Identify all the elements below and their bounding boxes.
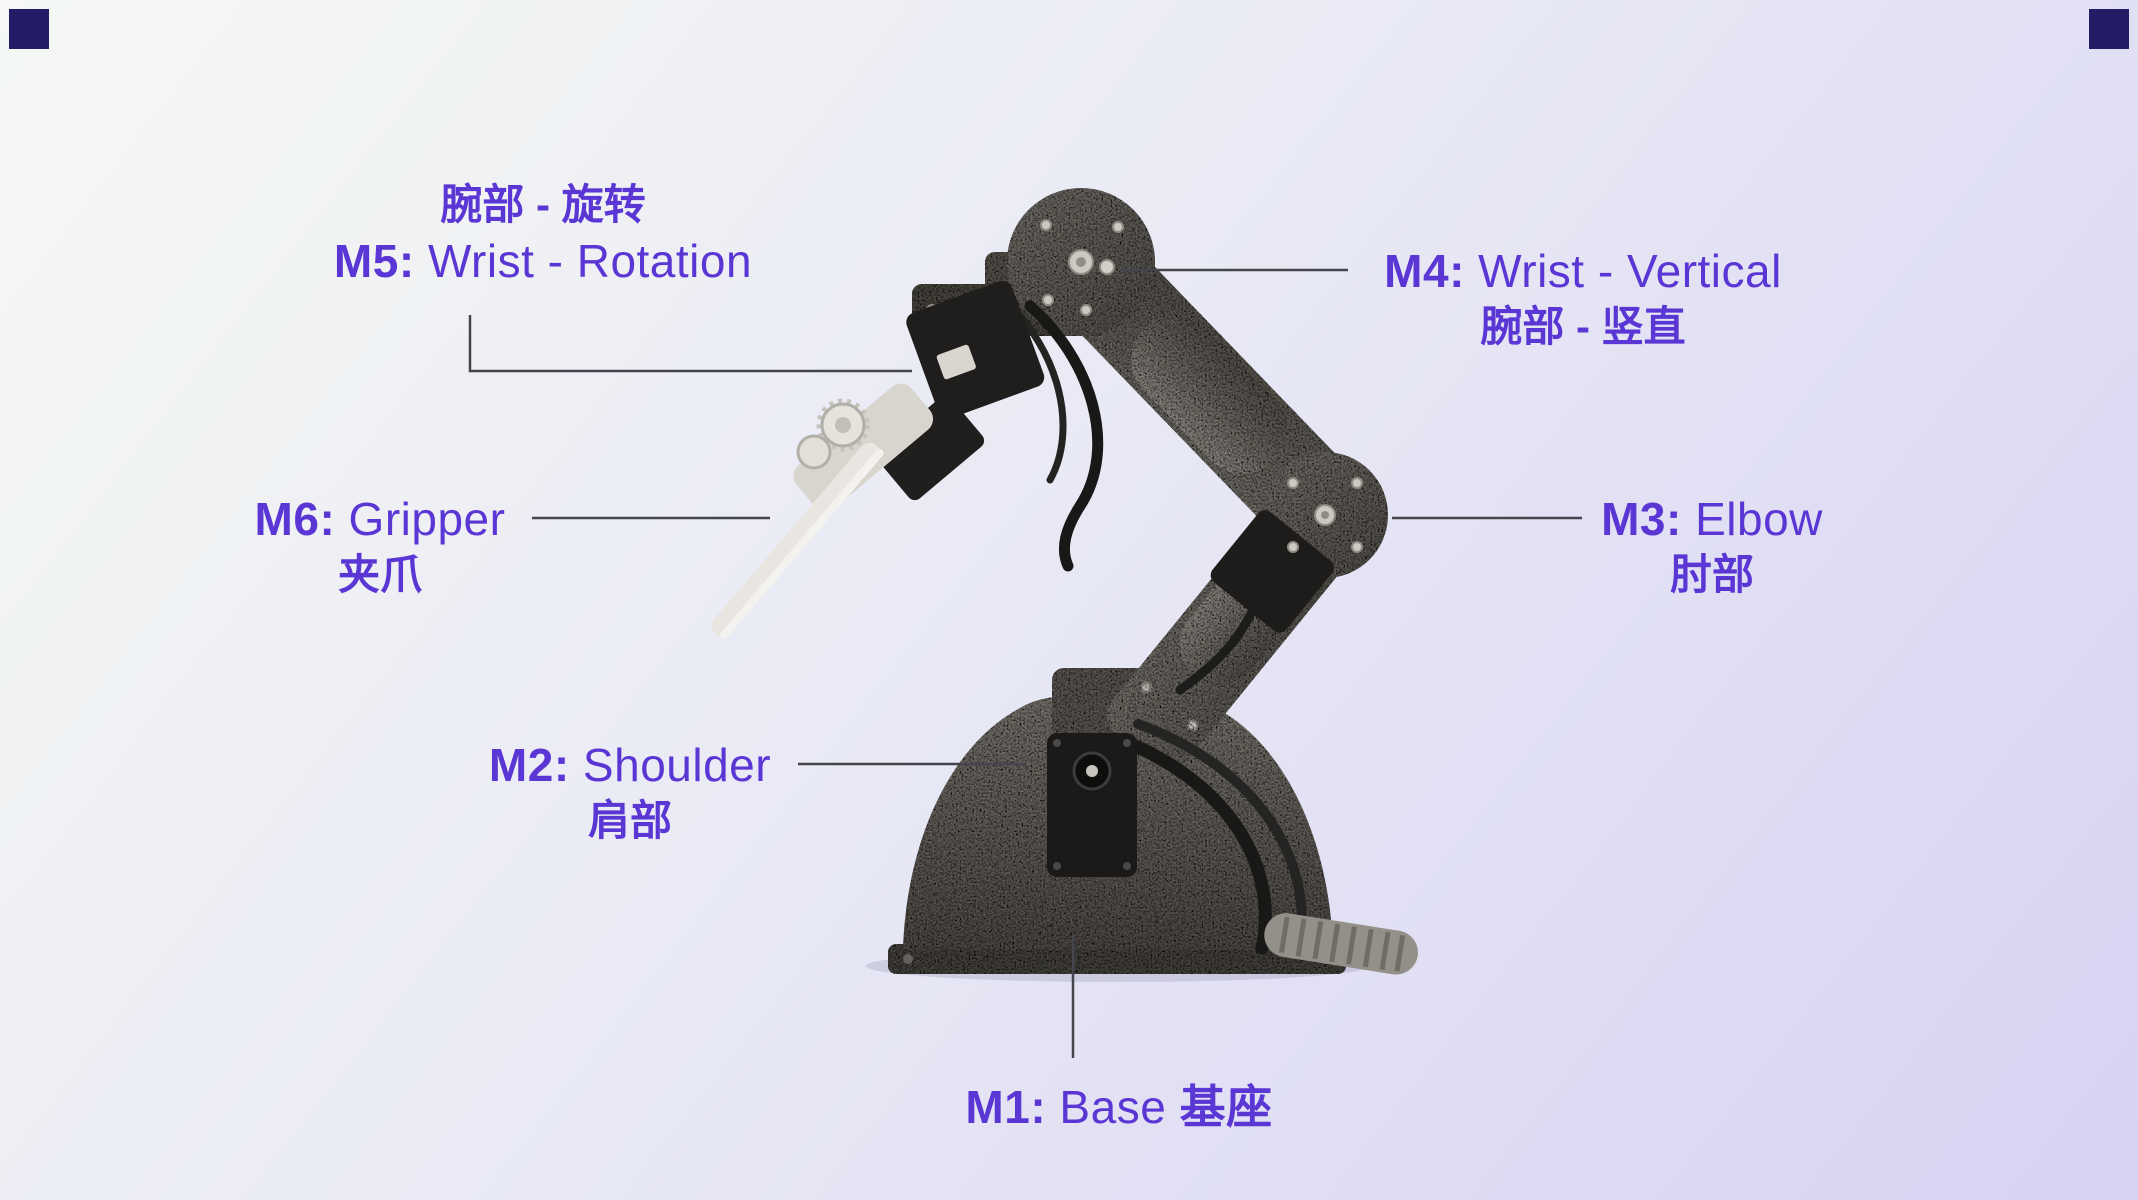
corner-accent-top-left <box>9 9 49 49</box>
label-m1-text: Base <box>1046 1081 1180 1133</box>
gripper <box>711 383 934 640</box>
label-m6-en: M6: Gripper <box>255 492 506 546</box>
label-m6-prefix: M6: <box>254 493 336 545</box>
gripper-servo <box>875 395 985 501</box>
label-m4-prefix: M4: <box>1384 245 1465 297</box>
gripper-rod <box>711 442 884 640</box>
label-m2-text: Shoulder <box>569 739 772 791</box>
label-m4-en: M4: Wrist - Vertical <box>1384 244 1782 298</box>
label-m3: M3: Elbow 肘部 <box>1601 492 1823 600</box>
label-m6-zh: 夹爪 <box>337 551 422 598</box>
corner-accent-top-right <box>2089 9 2129 49</box>
shoulder-servo <box>1047 733 1137 877</box>
elbow-servo <box>1210 510 1334 633</box>
label-m4: M4: Wrist - Vertical 腕部 - 竖直 <box>1384 244 1782 352</box>
label-m3-en: M3: Elbow <box>1601 492 1823 546</box>
label-m6: M6: Gripper 夹爪 <box>255 492 506 600</box>
wrist-rotation-servo <box>906 280 1045 419</box>
leader-lines <box>468 268 1582 1058</box>
label-m5: 腕部 - 旋转 M5: Wrist - Rotation <box>334 180 752 288</box>
label-m5-en: M5: Wrist - Rotation <box>334 234 752 288</box>
label-m1-en: M1: Base 基座 <box>965 1080 1272 1134</box>
corrugated-tube <box>1264 913 1418 975</box>
label-m2-zh: 肩部 <box>587 797 672 844</box>
label-m4-zh: 腕部 - 竖直 <box>1480 303 1686 350</box>
label-m2-prefix: M2: <box>488 739 570 791</box>
label-m1-prefix: M1: <box>965 1081 1047 1133</box>
label-m3-text: Elbow <box>1681 493 1823 545</box>
leader-m5 <box>468 315 912 373</box>
label-m5-zh: 腕部 - 旋转 <box>440 181 646 228</box>
label-m5-text: Wrist - Rotation <box>414 235 753 287</box>
label-m2: M2: Shoulder 肩部 <box>489 738 771 846</box>
base-plate <box>888 944 1346 974</box>
label-m3-zh: 肘部 <box>1669 551 1754 598</box>
label-m3-prefix: M3: <box>1601 493 1682 545</box>
label-m5-prefix: M5: <box>333 235 415 287</box>
label-m6-text: Gripper <box>335 493 506 545</box>
cables <box>926 296 1307 955</box>
label-m1: M1: Base 基座 <box>965 1080 1272 1134</box>
label-m2-en: M2: Shoulder <box>489 738 771 792</box>
label-m1-zh: 基座 <box>1179 1081 1273 1133</box>
label-m4-text: Wrist - Vertical <box>1464 245 1782 297</box>
